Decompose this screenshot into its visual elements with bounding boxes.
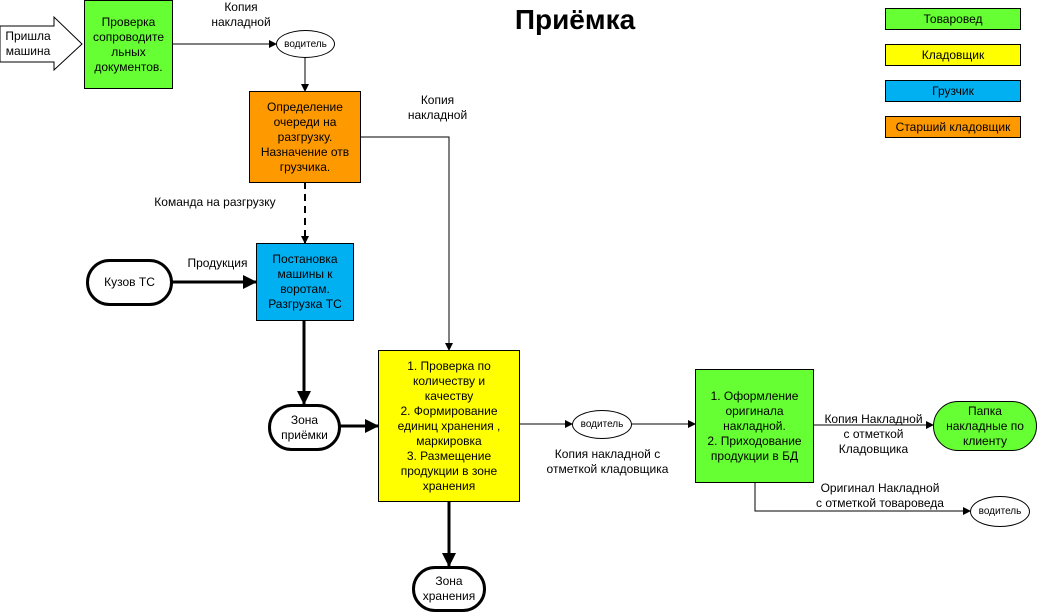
legend-starshiy: Старший кладовщик [885,116,1021,138]
edge-queue-to-check [360,136,453,351]
node-driver-mid[interactable]: водитель [572,410,632,439]
label-copy-invoice-storekeeper: Копия Накладной с отметкой Кладовщика [824,412,923,456]
node-receive-zone[interactable]: Зона приёмки [268,404,341,451]
node-driver-bottom[interactable]: водитель [970,496,1030,527]
node-driver-top[interactable]: водитель [276,30,335,58]
node-queue[interactable]: Определение очереди на разгрузку. Назнач… [249,91,361,183]
label-copy-with-mark: Копия накладной с отметкой кладовщика [546,447,669,476]
legend-gruzchik: Грузчик [885,80,1021,102]
node-check-docs[interactable]: Проверка сопроводите льных документов. [84,0,173,89]
node-folder[interactable]: Папка накладные по клиенту [933,401,1037,451]
page-title: Приёмка [514,4,636,35]
label-copy-invoice-1: Копия накладной [211,0,271,29]
arrival-arrow-shape [0,15,83,72]
node-unload[interactable]: Постановка машины к воротам. Разгрузка Т… [256,243,354,321]
node-check-qty[interactable]: 1. Проверка по количеству и качеству 2. … [378,350,520,502]
label-unload-command: Команда на разгрузку [154,195,276,209]
legend-kladovshik: Кладовщик [885,44,1021,66]
node-truck-body[interactable]: Кузов ТС [86,259,173,306]
node-storage-zone[interactable]: Зона хранения [412,566,486,612]
label-products: Продукция [187,256,248,270]
label-original-invoice: Оригинал Накладной с отметкой товароведа [816,481,944,510]
edge-register-to-driver [754,482,971,515]
node-arrived: Пришла машина [5,29,51,58]
label-copy-invoice-2: Копия накладной [407,93,468,122]
node-register[interactable]: 1. Оформление оригинала накладной. 2. Пр… [695,369,814,483]
legend-tovaroved: Товаровед [885,8,1021,30]
